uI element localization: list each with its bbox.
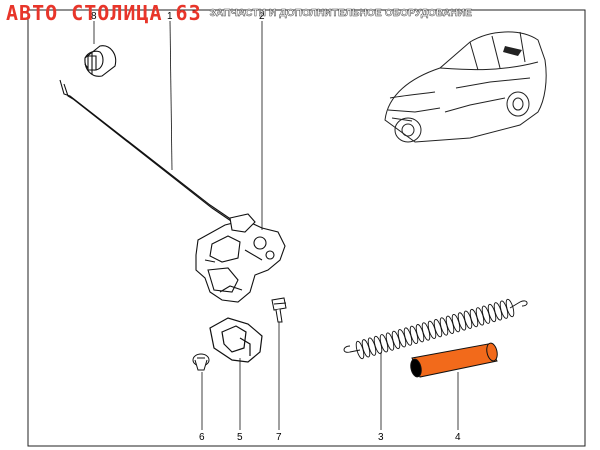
callout-1: 1 [167, 11, 173, 22]
lock-rod [59, 79, 235, 224]
callout-labels: 8 1 2 6 5 7 3 4 [91, 11, 461, 443]
brand-tagline: ЗАПЧАСТИ И ДОПОЛНИТЕЛЬНОЕ ОБОРУДОВАНИЕ [209, 7, 473, 19]
brand-logo: АВТО СТОЛИЦА 63 [6, 1, 202, 25]
trunk-lock [195, 213, 286, 303]
sleeve-part [410, 342, 498, 378]
callout-2: 2 [259, 11, 265, 22]
diagram-frame [27, 9, 586, 447]
leader-lines [93, 20, 459, 430]
callout-8: 8 [91, 11, 97, 22]
callout-5: 5 [237, 432, 243, 443]
brand-banner: АВТО СТОЛИЦА 63 ЗАПЧАСТИ И ДОПОЛНИТЕЛЬНО… [6, 1, 473, 25]
callout-4: 4 [455, 432, 461, 443]
callout-3: 3 [378, 432, 384, 443]
car-trunk-highlight [503, 46, 522, 56]
bolt-part [271, 297, 287, 323]
screw-part [192, 353, 210, 371]
spring-hook [509, 300, 528, 309]
callout-7: 7 [276, 432, 282, 443]
car-thumbnail [384, 31, 547, 143]
striker-part [209, 317, 263, 363]
spring-part [343, 298, 528, 360]
callout-6: 6 [199, 432, 205, 443]
grommet-part [84, 45, 117, 77]
spring-coil [505, 298, 515, 318]
spring-hook [343, 345, 361, 353]
